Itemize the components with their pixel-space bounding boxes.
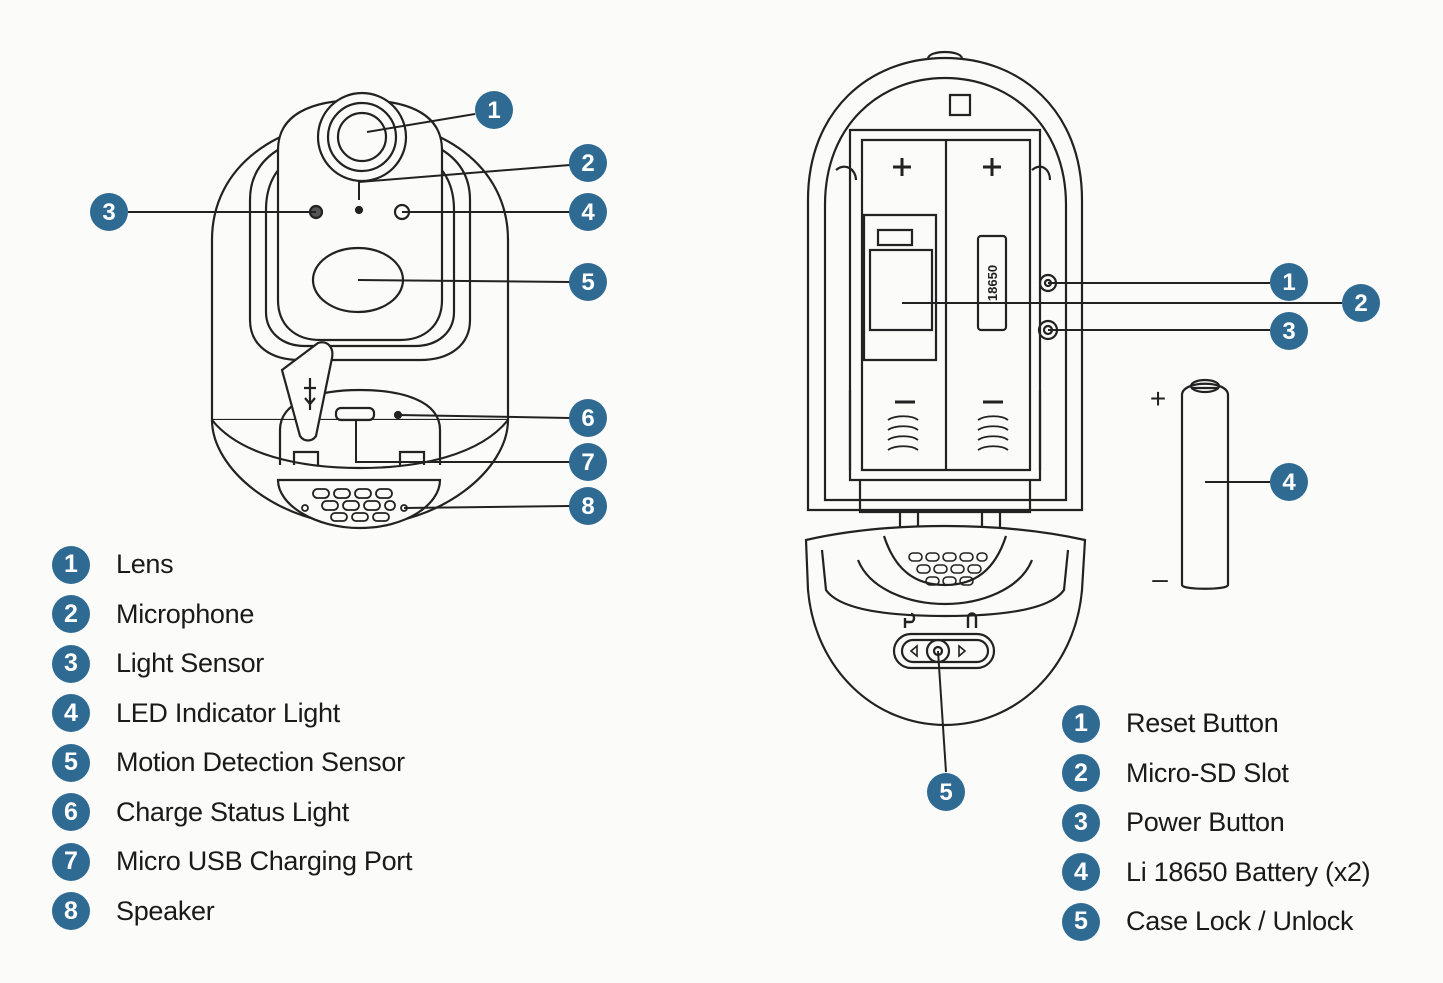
svg-text:2: 2 [581, 150, 594, 177]
legend-number: 5 [52, 743, 90, 782]
legend-label: Micro-SD Slot [1126, 757, 1289, 788]
callout-badge: 1 [475, 91, 513, 129]
legend-item: 5 Motion Detection Sensor [52, 738, 412, 788]
callout-badge: 7 [569, 443, 607, 481]
legend-item: 7 Micro USB Charging Port [52, 837, 413, 887]
svg-text:6: 6 [581, 405, 594, 432]
legend-number: 2 [1062, 754, 1100, 793]
callout-badge: 1 [1270, 263, 1308, 301]
callout-badge: 4 [569, 193, 607, 231]
legend-item: 1 Lens [52, 540, 412, 590]
legend-label: Power Button [1126, 807, 1285, 838]
legend-item: 4 Li 18650 Battery (x2) [1062, 848, 1371, 898]
callout-badge: 6 [569, 399, 607, 437]
open-camera-illustration [804, 50, 1230, 727]
svg-text:5: 5 [581, 269, 594, 296]
svg-text:4: 4 [1282, 469, 1296, 496]
front-view-legend: 1 Lens 2 Microphone 3 Light Sensor 4 LED Ind… [52, 540, 413, 937]
legend-label: Micro USB Charging Port [116, 846, 413, 877]
legend-number: 8 [52, 892, 90, 931]
legend-label: Reset Button [1126, 708, 1279, 739]
back-callout-badges: 1 2 3 4 5 [927, 263, 1380, 811]
legend-label: Li 18650 Battery (x2) [1126, 856, 1371, 887]
legend-number: 1 [52, 545, 90, 584]
legend-item: 3 Power Button [1062, 798, 1370, 848]
legend-number: 4 [1062, 853, 1100, 892]
callout-badge: 2 [1342, 284, 1380, 322]
legend-number: 5 [1062, 902, 1100, 941]
legend-item: 2 Microphone [52, 590, 412, 640]
callout-badge: 5 [569, 263, 607, 301]
callout-badge: 4 [1270, 463, 1308, 501]
callout-badge: 5 [927, 773, 965, 811]
legend-label: Speaker [116, 895, 215, 926]
legend-label: Motion Detection Sensor [116, 747, 405, 778]
callout-badge: 8 [569, 487, 607, 525]
legend-label: Case Lock / Unlock [1126, 906, 1354, 937]
battery-minus-sign: – [1152, 563, 1168, 594]
legend-item: 8 Speaker [52, 887, 412, 937]
svg-text:8: 8 [581, 493, 594, 520]
back-callout-lines [902, 282, 1342, 773]
legend-number: 4 [52, 694, 90, 733]
legend-label: Microphone [116, 598, 255, 629]
legend-item: 3 Light Sensor [52, 639, 412, 689]
back-view-legend: 1 Reset Button 2 Micro-SD Slot 3 Power Butt… [1062, 699, 1371, 947]
battery-plus-sign: + [1150, 383, 1166, 414]
legend-item: 4 LED Indicator Light [52, 689, 412, 739]
front-callout-lines [128, 113, 571, 509]
battery-marking: 18650 [985, 265, 1000, 301]
svg-text:7: 7 [581, 449, 594, 476]
svg-text:4: 4 [581, 199, 595, 226]
svg-text:3: 3 [102, 199, 115, 226]
legend-number: 3 [52, 644, 90, 683]
callout-badge: 2 [569, 144, 607, 182]
svg-text:2: 2 [1354, 290, 1367, 317]
legend-number: 2 [52, 595, 90, 634]
legend-item: 5 Case Lock / Unlock [1062, 897, 1370, 947]
legend-item: 2 Micro-SD Slot [1062, 749, 1370, 799]
legend-label: LED Indicator Light [116, 697, 340, 728]
callout-badge: 3 [90, 193, 128, 231]
front-callout-badges: 1 2 3 4 5 6 7 8 [90, 91, 607, 525]
legend-number: 7 [52, 842, 90, 881]
legend-item: 1 Reset Button [1062, 699, 1370, 749]
legend-item: 6 Charge Status Light [52, 788, 412, 838]
svg-text:1: 1 [1282, 269, 1295, 296]
legend-number: 3 [1062, 803, 1100, 842]
legend-label: Lens [116, 549, 174, 580]
svg-text:5: 5 [939, 779, 952, 806]
svg-text:3: 3 [1282, 318, 1295, 345]
legend-number: 1 [1062, 704, 1100, 743]
svg-text:1: 1 [487, 97, 500, 124]
legend-number: 6 [52, 793, 90, 832]
legend-label: Charge Status Light [116, 796, 349, 827]
legend-label: Light Sensor [116, 648, 264, 679]
callout-badge: 3 [1270, 312, 1308, 350]
